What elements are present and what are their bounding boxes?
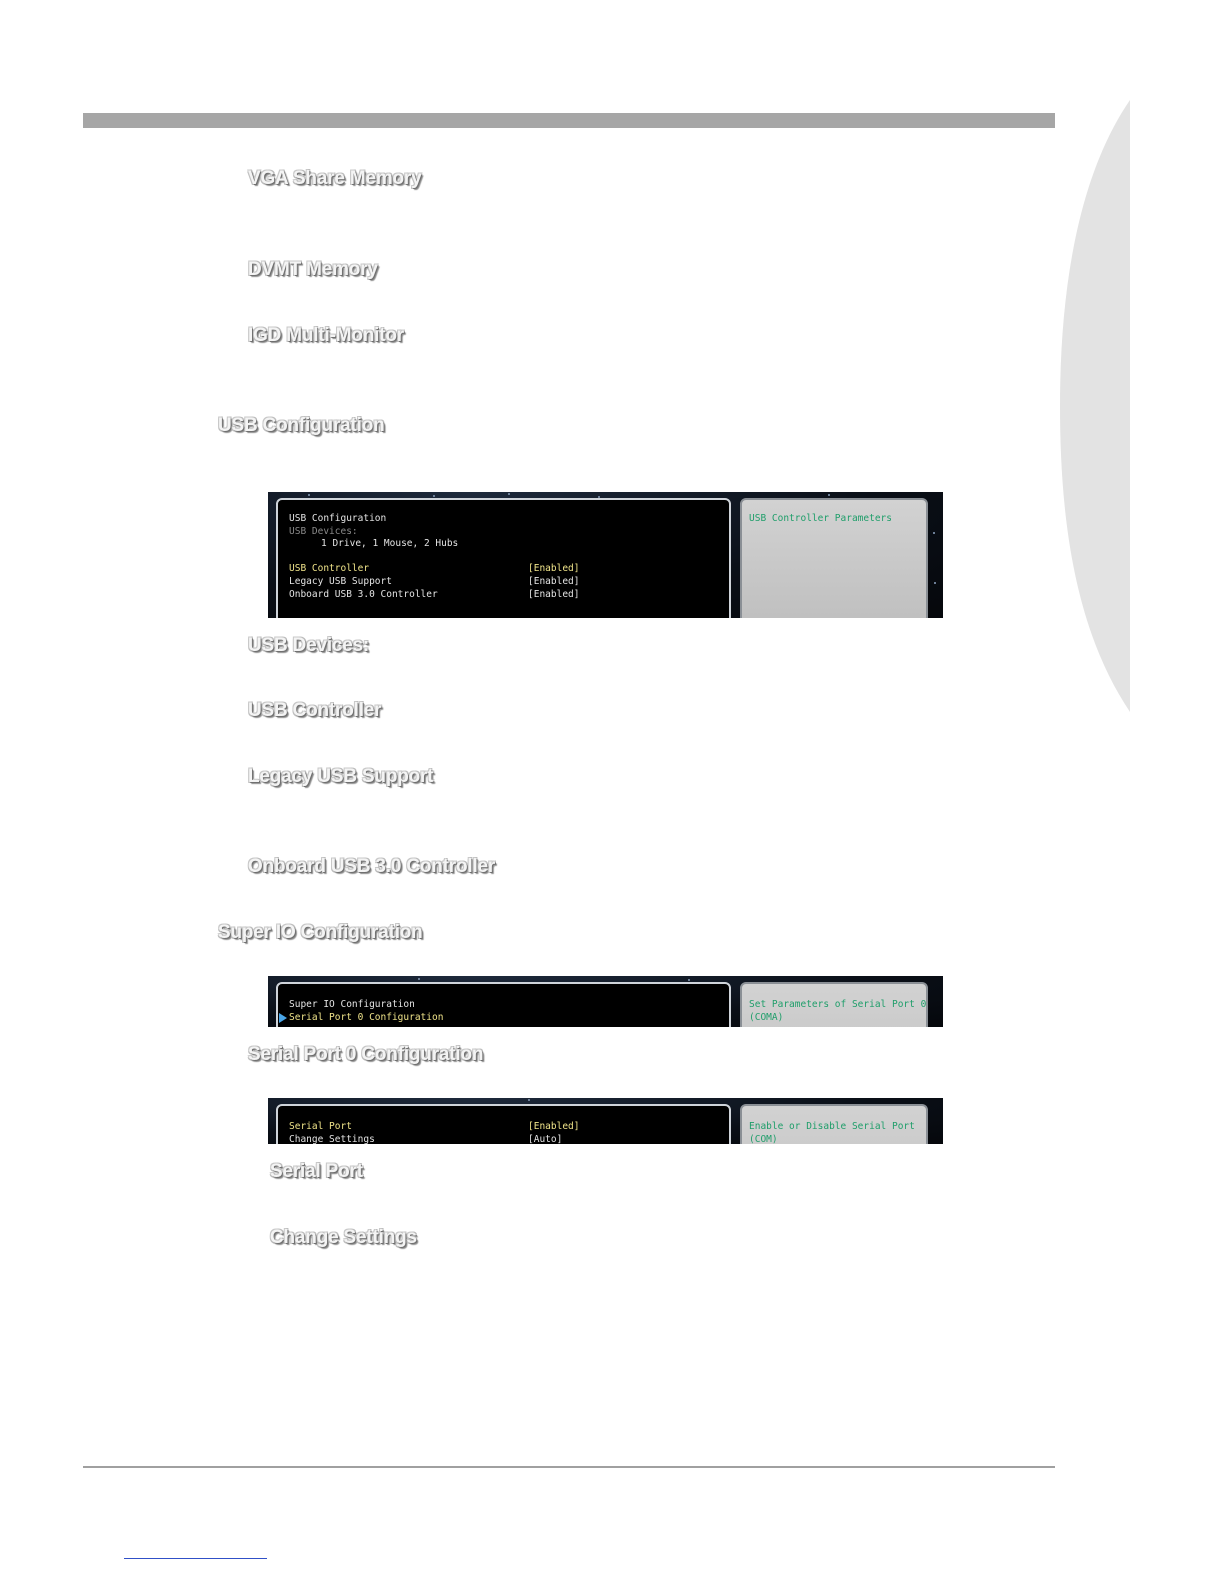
usb-controller-value[interactable]: [Enabled] bbox=[528, 563, 580, 574]
super-io-help-line2: (COMA) bbox=[749, 1012, 784, 1023]
super-io-screenshot: Super IO Configuration Serial Port 0 Con… bbox=[268, 976, 943, 1027]
usb-help-text: USB Controller Parameters bbox=[749, 513, 892, 524]
header-bar bbox=[83, 113, 1055, 128]
heading-legacy-usb-support: Legacy USB Support bbox=[248, 766, 434, 787]
serial-help-line1: Enable or Disable Serial Port bbox=[749, 1121, 915, 1132]
super-io-help-line1: Set Parameters of Serial Port 0 bbox=[749, 999, 927, 1010]
footer-link-underline[interactable] bbox=[124, 1558, 267, 1559]
serial-port0-config-item[interactable]: Serial Port 0 Configuration bbox=[289, 1012, 444, 1023]
heading-vga-share-memory: VGA Share Memory bbox=[248, 168, 422, 189]
heading-change-settings: Change Settings bbox=[270, 1227, 417, 1248]
usb-screen-title: USB Configuration bbox=[289, 513, 387, 524]
change-settings-value[interactable]: [Auto] bbox=[528, 1134, 563, 1144]
chapter-side-tab bbox=[1060, 100, 1130, 712]
serial-port-help-panel: Enable or Disable Serial Port (COM) bbox=[740, 1104, 928, 1144]
serial-port-label[interactable]: Serial Port bbox=[289, 1121, 352, 1132]
heading-igd-multi-monitor: IGD Multi-Monitor bbox=[248, 325, 404, 346]
usb-controller-label[interactable]: USB Controller bbox=[289, 563, 370, 574]
usb-devices-label: USB Devices: bbox=[289, 526, 358, 537]
serial-port-value[interactable]: [Enabled] bbox=[528, 1121, 580, 1132]
change-settings-label[interactable]: Change Settings bbox=[289, 1134, 375, 1144]
serial-port-screenshot: Serial Port [Enabled] Change Settings [A… bbox=[268, 1098, 943, 1144]
serial-port-main-panel: Serial Port [Enabled] Change Settings [A… bbox=[276, 1104, 731, 1144]
heading-serial-port0-configuration: Serial Port 0 Configuration bbox=[248, 1044, 484, 1065]
usb-config-screenshot: USB Configuration USB Devices: 1 Drive, … bbox=[268, 492, 943, 618]
legacy-usb-support-label[interactable]: Legacy USB Support bbox=[289, 576, 392, 587]
heading-super-io-configuration: Super IO Configuration bbox=[218, 922, 423, 943]
usb-config-help-panel: USB Controller Parameters bbox=[740, 498, 928, 618]
onboard-usb3-label[interactable]: Onboard USB 3.0 Controller bbox=[289, 589, 438, 600]
heading-dvmt-memory: DVMT Memory bbox=[248, 259, 378, 280]
heading-usb-controller: USB Controller bbox=[248, 700, 382, 721]
serial-help-line2: (COM) bbox=[749, 1134, 778, 1144]
usb-config-main-panel: USB Configuration USB Devices: 1 Drive, … bbox=[276, 498, 731, 618]
heading-usb-configuration: USB Configuration bbox=[218, 415, 385, 436]
submenu-arrow-icon bbox=[279, 1013, 287, 1023]
super-io-main-panel: Super IO Configuration Serial Port 0 Con… bbox=[276, 982, 731, 1027]
super-io-help-panel: Set Parameters of Serial Port 0 (COMA) bbox=[740, 982, 928, 1027]
legacy-usb-support-value[interactable]: [Enabled] bbox=[528, 576, 580, 587]
onboard-usb3-value[interactable]: [Enabled] bbox=[528, 589, 580, 600]
heading-onboard-usb3-controller: Onboard USB 3.0 Controller bbox=[248, 856, 496, 877]
super-io-screen-title: Super IO Configuration bbox=[289, 999, 415, 1010]
heading-usb-devices: USB Devices: bbox=[248, 635, 370, 656]
usb-devices-value: 1 Drive, 1 Mouse, 2 Hubs bbox=[321, 538, 459, 549]
footer-rule bbox=[83, 1466, 1055, 1468]
heading-serial-port: Serial Port bbox=[270, 1161, 363, 1182]
